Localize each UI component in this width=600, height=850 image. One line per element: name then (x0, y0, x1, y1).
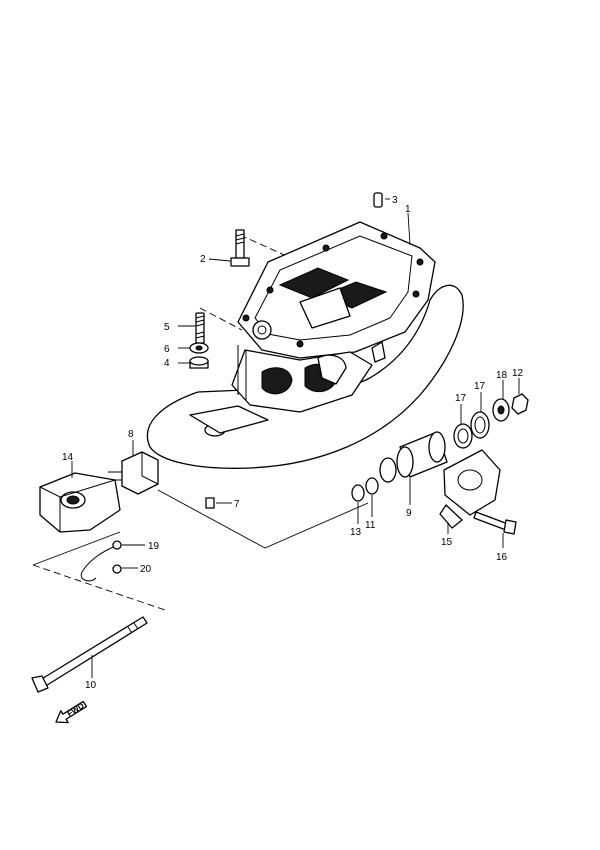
drive-shaft-housing (146, 221, 464, 469)
callout-17-a: 17 (455, 393, 467, 404)
screw-20 (112, 564, 122, 574)
callout-7: 7 (234, 499, 240, 510)
washer-11 (365, 477, 379, 495)
washer-6 (189, 342, 209, 354)
callout-4: 4 (164, 358, 170, 369)
callout-16: 16 (496, 552, 508, 563)
dowel-pin-3 (373, 192, 383, 208)
callout-15: 15 (441, 537, 453, 548)
callout-18: 18 (496, 370, 508, 381)
callout-1: 1 (405, 204, 411, 215)
assembly-guide-lines (32, 489, 369, 566)
callout-leaders (71, 198, 520, 678)
callout-9: 9 (406, 508, 412, 519)
long-bolt-10 (31, 616, 148, 693)
grommet-8 (108, 451, 159, 495)
mount-rubber-9 (379, 431, 448, 483)
washer-17b (470, 411, 490, 439)
ground-wire-19 (80, 540, 122, 582)
callout-labels: 1 2 3 4 5 6 7 8 9 10 11 12 13 14 15 16 1… (62, 195, 524, 691)
forward-arrow: FWD (55, 700, 88, 724)
bolt-7 (205, 497, 215, 509)
clamp-15 (439, 449, 501, 529)
nut-4 (189, 356, 209, 369)
callout-19: 19 (148, 541, 160, 552)
callout-3: 3 (392, 195, 398, 206)
callout-20: 20 (140, 564, 152, 575)
callout-13: 13 (350, 527, 362, 538)
bolt-2 (230, 229, 250, 267)
washer-18 (492, 398, 510, 422)
bracket-14 (39, 472, 121, 533)
callout-8: 8 (128, 429, 134, 440)
callout-14: 14 (62, 452, 74, 463)
washer-13 (351, 484, 365, 502)
stud-bolt-5 (195, 312, 205, 344)
reference-lines (32, 234, 301, 611)
washer-17a (453, 423, 473, 449)
callout-2: 2 (200, 254, 206, 265)
callout-11: 11 (365, 520, 376, 531)
callout-10: 10 (85, 680, 97, 691)
callout-12: 12 (512, 368, 524, 379)
callout-6: 6 (164, 344, 170, 355)
bolt-16 (473, 511, 517, 535)
callout-17-b: 17 (474, 381, 486, 392)
callout-5: 5 (164, 322, 170, 333)
nut-12 (511, 393, 529, 415)
